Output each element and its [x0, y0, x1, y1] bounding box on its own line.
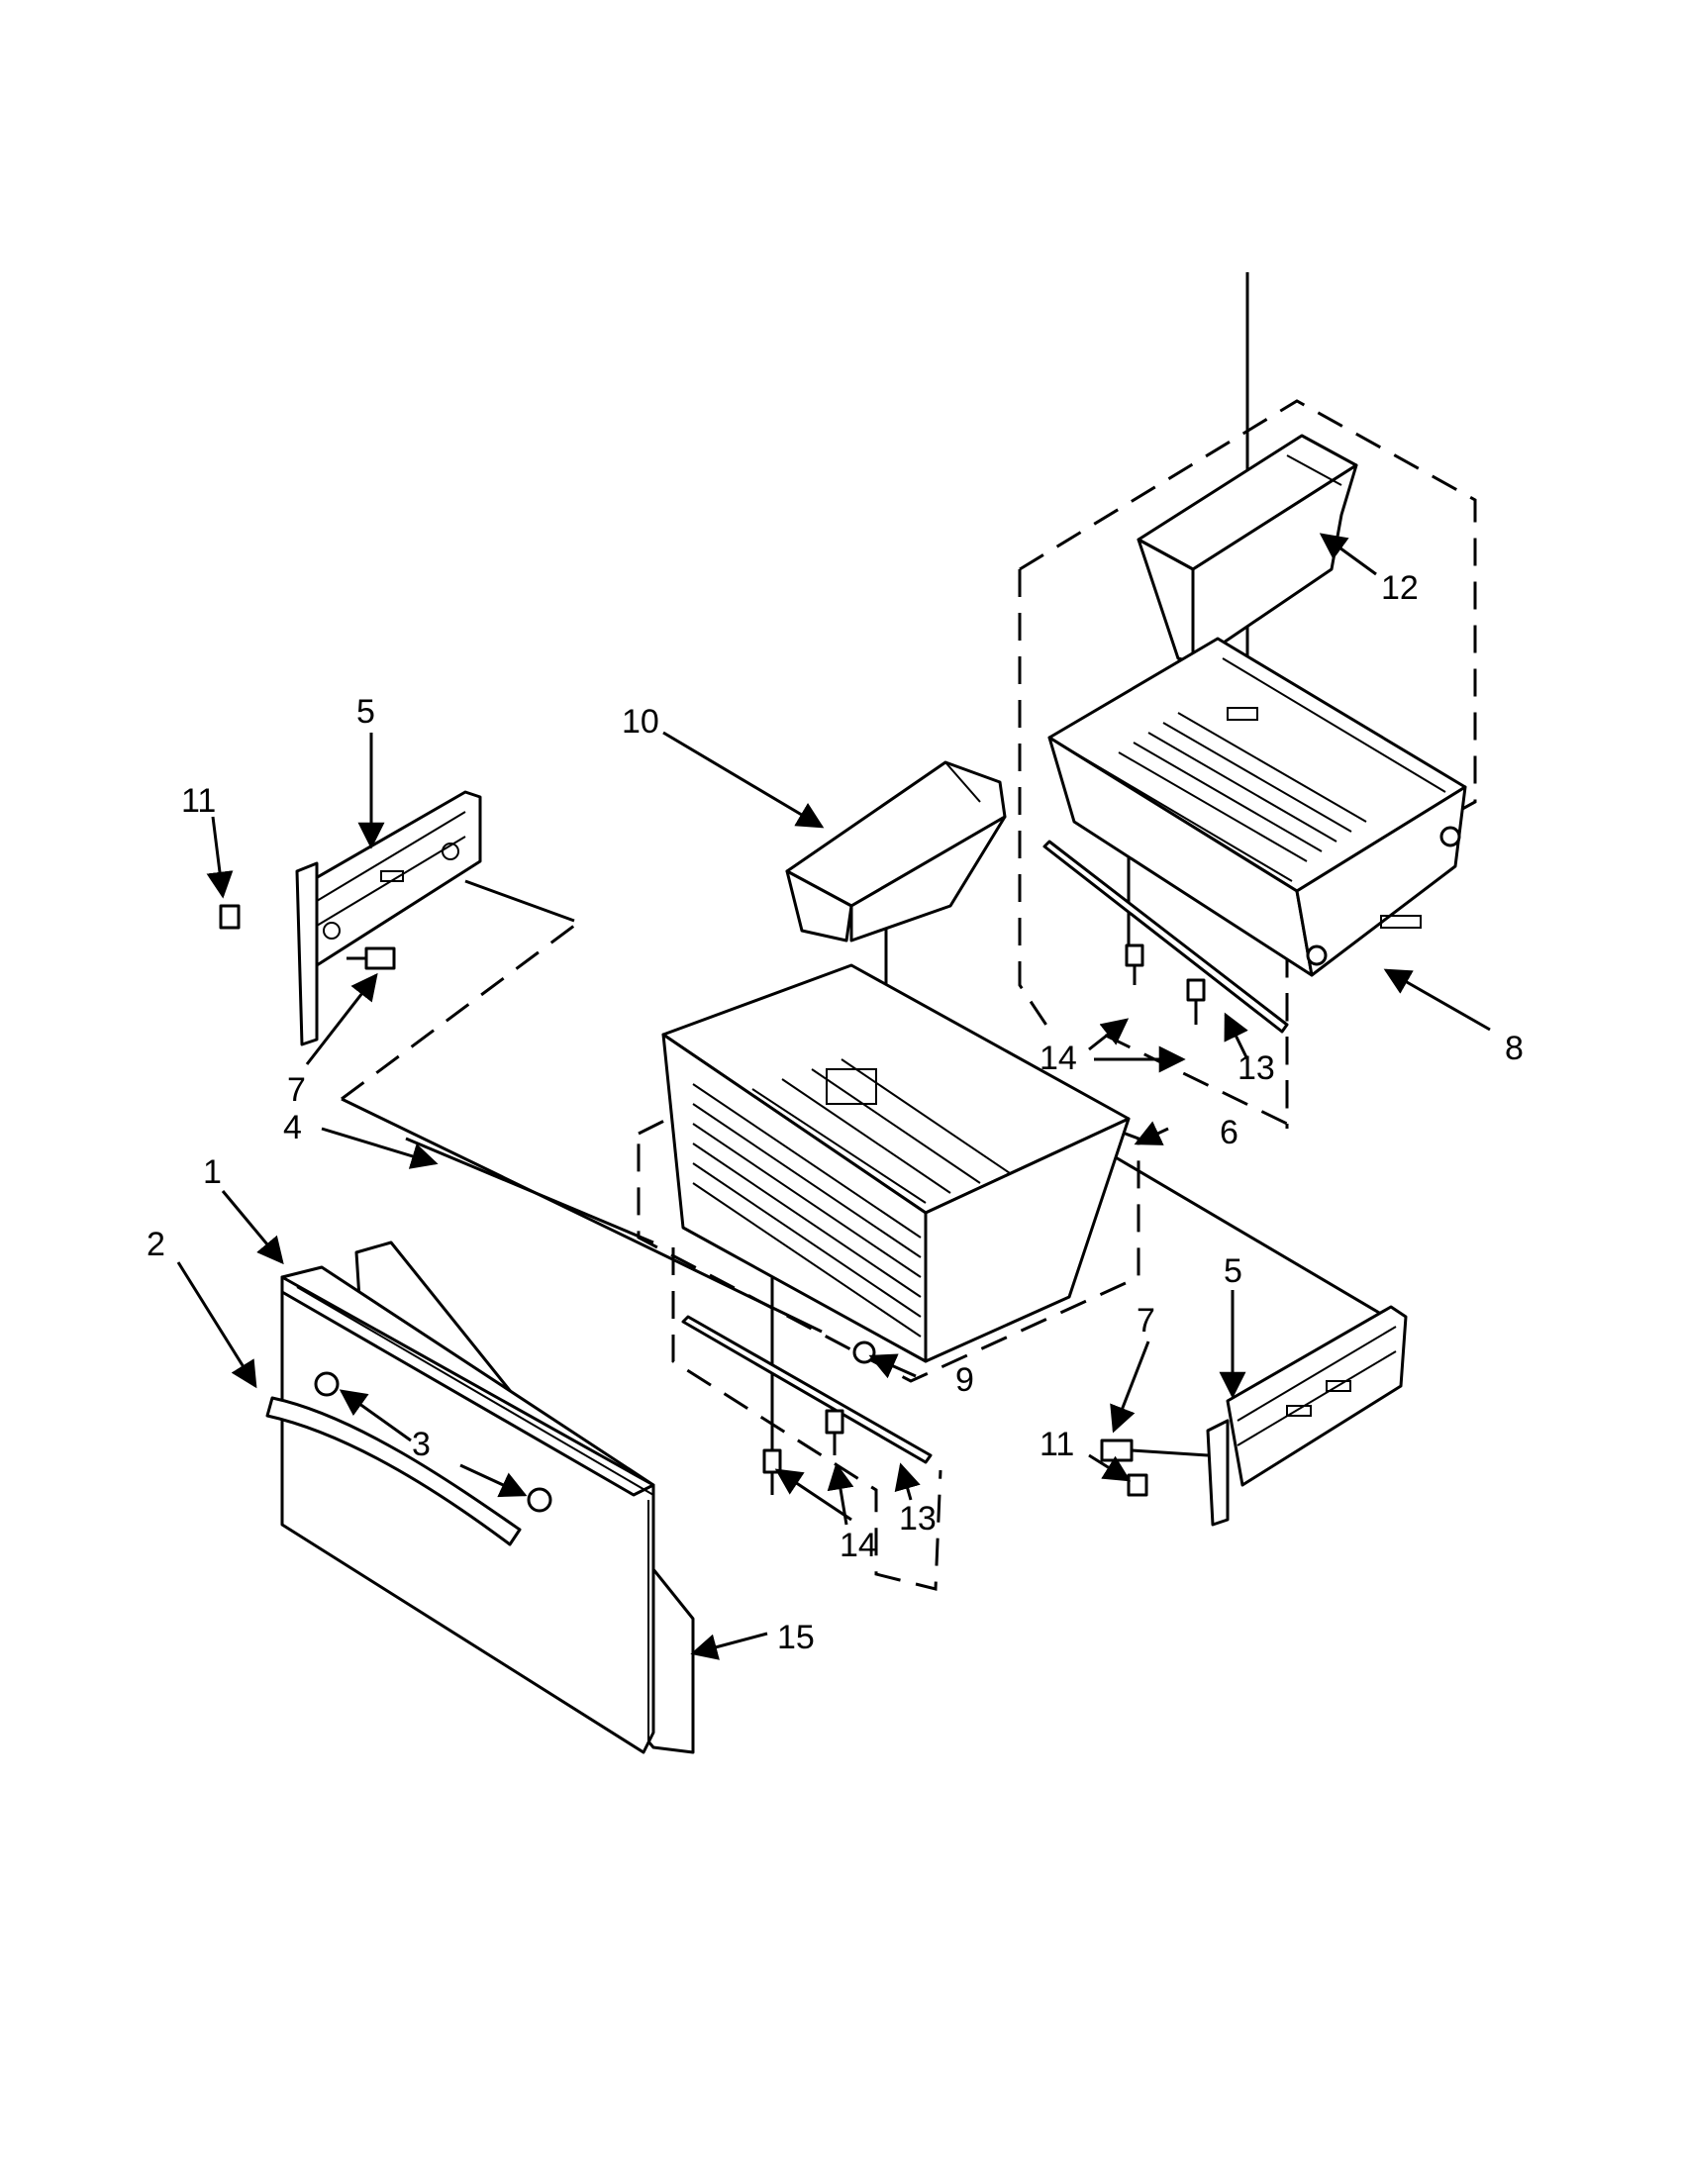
callout-8: 8	[1505, 1030, 1524, 1067]
callout-3: 3	[412, 1426, 431, 1463]
callout-13-upper: 13	[1238, 1049, 1275, 1087]
upper-rail	[1042, 840, 1289, 1034]
callout-2: 2	[147, 1226, 165, 1263]
upper-basket	[1047, 637, 1467, 977]
callout-6: 6	[1220, 1114, 1238, 1151]
left-slide-guide	[295, 790, 482, 1046]
callout-1: 1	[203, 1153, 222, 1191]
callout-7-right: 7	[1137, 1302, 1155, 1340]
upper-screws	[1125, 943, 1206, 1025]
callout-4: 4	[283, 1109, 302, 1146]
callout-13-lower: 13	[899, 1500, 937, 1538]
callout-9: 9	[955, 1361, 974, 1399]
callout-5-left: 5	[356, 693, 375, 731]
left-bracket-clip	[219, 904, 241, 930]
callout-11-left: 11	[181, 782, 216, 820]
callout-11-right: 11	[1040, 1426, 1074, 1463]
callout-arrows	[176, 533, 1491, 1660]
main-bin	[661, 963, 1131, 1363]
callout-10: 10	[622, 703, 659, 741]
right-screw	[1100, 1439, 1209, 1462]
callout-14-lower: 14	[840, 1527, 877, 1564]
center-small-bin	[785, 760, 1007, 943]
lower-rail	[681, 1315, 933, 1464]
callout-15: 15	[777, 1619, 815, 1656]
handle	[265, 1396, 522, 1546]
callout-7-left: 7	[287, 1071, 306, 1109]
callout-14-upper: 14	[1040, 1040, 1077, 1077]
rod	[405, 1137, 654, 1244]
left-screw	[346, 946, 396, 970]
right-bracket-clip	[1127, 1473, 1148, 1497]
lower-screws	[762, 1409, 844, 1495]
callout-5-right: 5	[1224, 1252, 1242, 1290]
clip	[852, 1340, 876, 1364]
callout-12: 12	[1381, 569, 1419, 607]
handle-mounts	[314, 1371, 552, 1513]
small-upper-bin	[1137, 434, 1358, 665]
right-slide-guide	[1206, 1305, 1408, 1527]
callout-labels: 1 2 3 4 5 5 6 7 7 8 9 10 11 11 12 13 13 …	[147, 569, 1524, 1656]
drawer-front	[280, 1241, 695, 1754]
